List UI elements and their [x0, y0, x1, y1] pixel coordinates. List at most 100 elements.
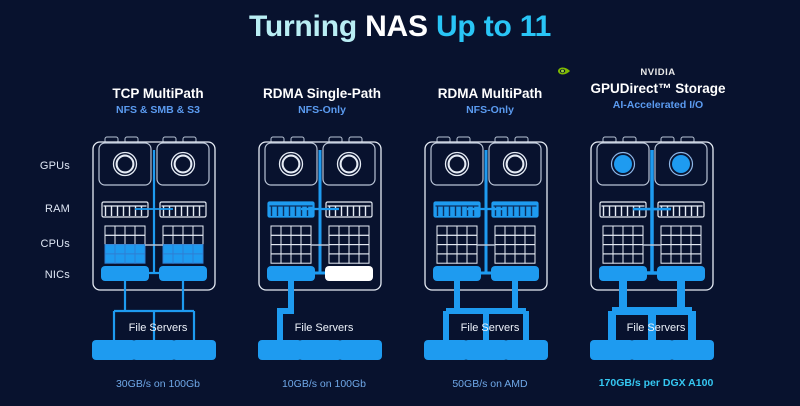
cpu-core-cell — [504, 244, 516, 255]
cpu-core-cell — [494, 234, 506, 246]
gpu-icon-core — [281, 154, 301, 174]
cpu-core-cell — [622, 234, 634, 246]
cpu-core-cell — [358, 253, 370, 264]
caption-gpudirect-storage: 170GB/s per DGX A100 — [598, 377, 714, 389]
cpu-core-cell — [182, 244, 194, 255]
file-server-node-0[interactable] — [258, 340, 302, 360]
page-title: Turning NAS Up to 11 — [0, 10, 800, 44]
cpu-core-cell — [280, 225, 292, 236]
gpu-icon-ring — [610, 151, 636, 177]
cpu-core-cell — [602, 244, 614, 255]
gpu-module-right — [654, 142, 708, 186]
file-server-node-1[interactable] — [298, 340, 342, 360]
cpu-core-cell — [456, 225, 468, 236]
title-part-1: Turning — [248, 10, 366, 43]
cpu-core-cell — [192, 225, 204, 236]
gpu-icon-core-active — [672, 155, 690, 173]
title-part-3: Up to 11 — [435, 10, 552, 43]
cpu-core-cell — [134, 253, 146, 264]
cpu-core-cell — [300, 244, 312, 255]
gpu-icon-ring — [112, 151, 138, 177]
cpu-core-cell — [436, 225, 448, 236]
file-server-node-1[interactable] — [132, 340, 176, 360]
cpu-core-cell — [436, 244, 448, 255]
nic-left-active — [101, 266, 149, 281]
column-header-rdma-multipath: RDMA MultiPath NFS-Only — [390, 86, 590, 116]
cpu-core-cell — [602, 225, 614, 236]
gpu-icon-ring — [170, 151, 196, 177]
file-server-node-0[interactable] — [590, 340, 634, 360]
cpu-core-cell — [446, 225, 458, 236]
file-server-node-0[interactable] — [424, 340, 468, 360]
column-header-tcp-multipath: TCP MultiPath NFS & SMB & S3 — [58, 86, 258, 116]
cpu-core-cell — [358, 234, 370, 246]
cpu-core-cell — [172, 225, 184, 236]
cpu-core-cell — [328, 253, 340, 264]
gpu-module-right — [156, 142, 210, 186]
file-server-node-2[interactable] — [504, 340, 548, 360]
gpu-icon-ring — [444, 151, 470, 177]
file-server-node-2[interactable] — [338, 340, 382, 360]
cpu-core-cell — [660, 234, 672, 246]
cpu-core-cell — [690, 225, 702, 236]
cpu-core-cell — [622, 244, 634, 255]
gpu-module-right — [322, 142, 376, 186]
cpu-core-cell — [660, 225, 672, 236]
cpu-core-cell — [670, 253, 682, 264]
cpu-core-cell — [338, 244, 350, 255]
file-server-node-2[interactable] — [670, 340, 714, 360]
cpu-core-cell — [300, 234, 312, 246]
column-title: TCP MultiPath — [112, 86, 204, 101]
file-server-node-1[interactable] — [464, 340, 508, 360]
column-subtitle: NFS-Only — [466, 104, 514, 116]
cpu-core-cell — [632, 234, 644, 246]
cpu-core-cell — [466, 234, 478, 246]
file-servers-label-1: File Servers — [294, 322, 354, 334]
cpu-core-cell — [436, 234, 448, 246]
gpu-icon-core — [505, 154, 525, 174]
cpu-core-cell — [466, 225, 478, 236]
caption-rdma-multipath: 50GB/s on AMD — [452, 378, 528, 390]
cpu-core-cell — [602, 234, 614, 246]
cpu-core-cell — [162, 225, 174, 236]
gpu-module-left — [596, 142, 650, 186]
cpu-core-cell — [328, 244, 340, 255]
cpu-core-cell — [280, 244, 292, 255]
cpu-core-cell — [300, 253, 312, 264]
row-label-ram: RAM — [44, 203, 70, 215]
caption-tcp-multipath: 30GB/s on 100Gb — [115, 378, 201, 390]
nic-left-active — [267, 266, 315, 281]
column-title: GPUDirect™ Storage — [590, 81, 726, 96]
column-subtitle: NFS-Only — [298, 104, 346, 116]
gpu-icon-ring — [668, 151, 694, 177]
gpu-icon-core — [447, 154, 467, 174]
cpu-core-cell — [456, 244, 468, 255]
cpu-core-cell — [280, 234, 292, 246]
cpu-core-cell — [290, 244, 302, 255]
cpu-core-cell — [670, 234, 682, 246]
file-server-node-1[interactable] — [630, 340, 674, 360]
cpu-core-cell — [182, 234, 194, 246]
file-server-node-0[interactable] — [92, 340, 136, 360]
cpu-core-cell — [456, 234, 468, 246]
cpu-core-cell — [690, 244, 702, 255]
cpu-core-cell — [504, 253, 516, 264]
cpu-core-cell — [338, 225, 350, 236]
file-server-node-2[interactable] — [172, 340, 216, 360]
cpu-core-cell — [514, 244, 526, 255]
gpu-icon-ring — [336, 151, 362, 177]
cpu-core-cell — [632, 244, 644, 255]
cpu-core-cell — [104, 234, 116, 246]
cpu-core-cell — [494, 244, 506, 255]
caption-rdma-single-path: 10GB/s on 100Gb — [281, 378, 367, 390]
cpu-core-cell — [514, 253, 526, 264]
cpu-core-cell — [270, 225, 282, 236]
cpu-core-cell — [514, 225, 526, 236]
cpu-core-cell — [660, 253, 672, 264]
cpu-core-cell — [494, 225, 506, 236]
cpu-core-cell — [300, 225, 312, 236]
column-subtitle: NFS & SMB & S3 — [115, 104, 200, 116]
cpu-core-cell — [162, 234, 174, 246]
column-subtitle: AI-Accelerated I/O — [612, 99, 704, 111]
cpu-core-cell — [690, 234, 702, 246]
